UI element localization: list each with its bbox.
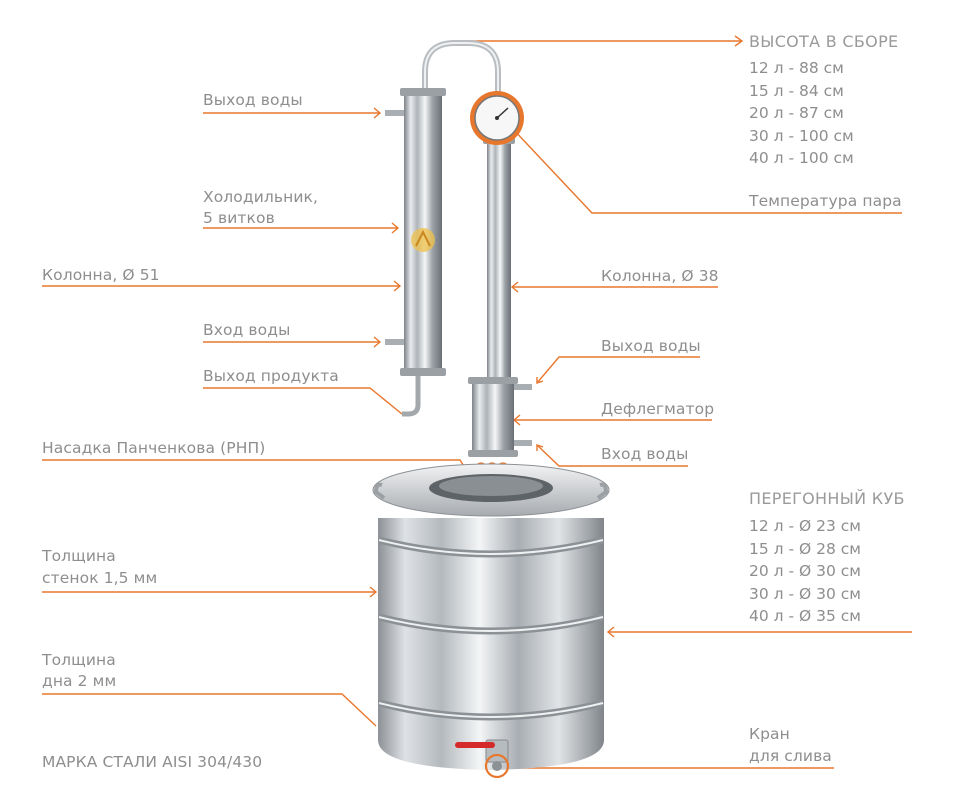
cube-spec-item: 20 л - Ø 30 см — [749, 562, 861, 580]
label-cooler-line1: Холодильник, — [203, 188, 319, 206]
cooler-column — [385, 40, 501, 417]
label-bottom-thickness-line2: дна 2 мм — [42, 672, 117, 690]
label-water-inlet-right: Вход воды — [601, 445, 689, 463]
right-column — [468, 91, 532, 507]
label-cooler-line2: 5 витков — [203, 209, 275, 227]
height-spec-list: 12 л - 88 см 15 л - 84 см 20 л - 87 см 3… — [749, 57, 854, 170]
height-spec-item: 30 л - 100 см — [749, 126, 854, 145]
label-dephlegmator: Дефлегматор — [601, 400, 715, 418]
height-spec-title: ВЫСОТА В СБОРЕ — [749, 32, 899, 51]
cube-spec-item: 12 л - Ø 23 см — [749, 517, 861, 535]
drain-valve — [455, 739, 510, 779]
label-water-outlet-top: Выход воды — [203, 91, 303, 109]
cube-spec-item: 40 л - Ø 35 см — [749, 607, 861, 625]
label-rnp: Насадка Панченкова (РНП) — [42, 439, 266, 457]
label-water-inlet-left: Вход воды — [203, 321, 291, 339]
height-spec-item: 20 л - 87 см — [749, 104, 844, 122]
boiler-drum — [372, 463, 610, 779]
label-valve-line2: для слива — [749, 747, 832, 765]
height-spec-item: 15 л - 84 см — [749, 81, 844, 100]
label-column-38: Колонна, Ø 38 — [601, 267, 719, 285]
label-valve-line1: Кран — [749, 725, 790, 743]
label-wall-thickness-line2: стенок 1,5 мм — [42, 569, 158, 587]
cube-spec-item: 15 л - Ø 28 см — [749, 539, 861, 558]
label-steel-grade: МАРКА СТАЛИ AISI 304/430 — [42, 753, 263, 771]
label-water-outlet-right: Выход воды — [601, 337, 701, 355]
cube-spec-list: 12 л - Ø 23 см 15 л - Ø 28 см 20 л - Ø 3… — [749, 515, 861, 628]
height-spec-item: 40 л - 100 см — [749, 149, 854, 167]
label-product-outlet: Выход продукта — [203, 367, 339, 385]
height-spec-item: 12 л - 88 см — [749, 59, 844, 77]
label-bottom-thickness-line1: Толщина — [42, 651, 116, 669]
orange-leader-lines — [42, 35, 912, 769]
label-column-51: Колонна, Ø 51 — [42, 266, 160, 284]
label-steam-temperature: Температура пара — [749, 192, 902, 210]
label-wall-thickness-line1: Толщина — [42, 547, 116, 565]
cube-spec-item: 30 л - Ø 30 см — [749, 584, 861, 603]
cube-spec-title: ПЕРЕГОННЫЙ КУБ — [749, 489, 905, 508]
